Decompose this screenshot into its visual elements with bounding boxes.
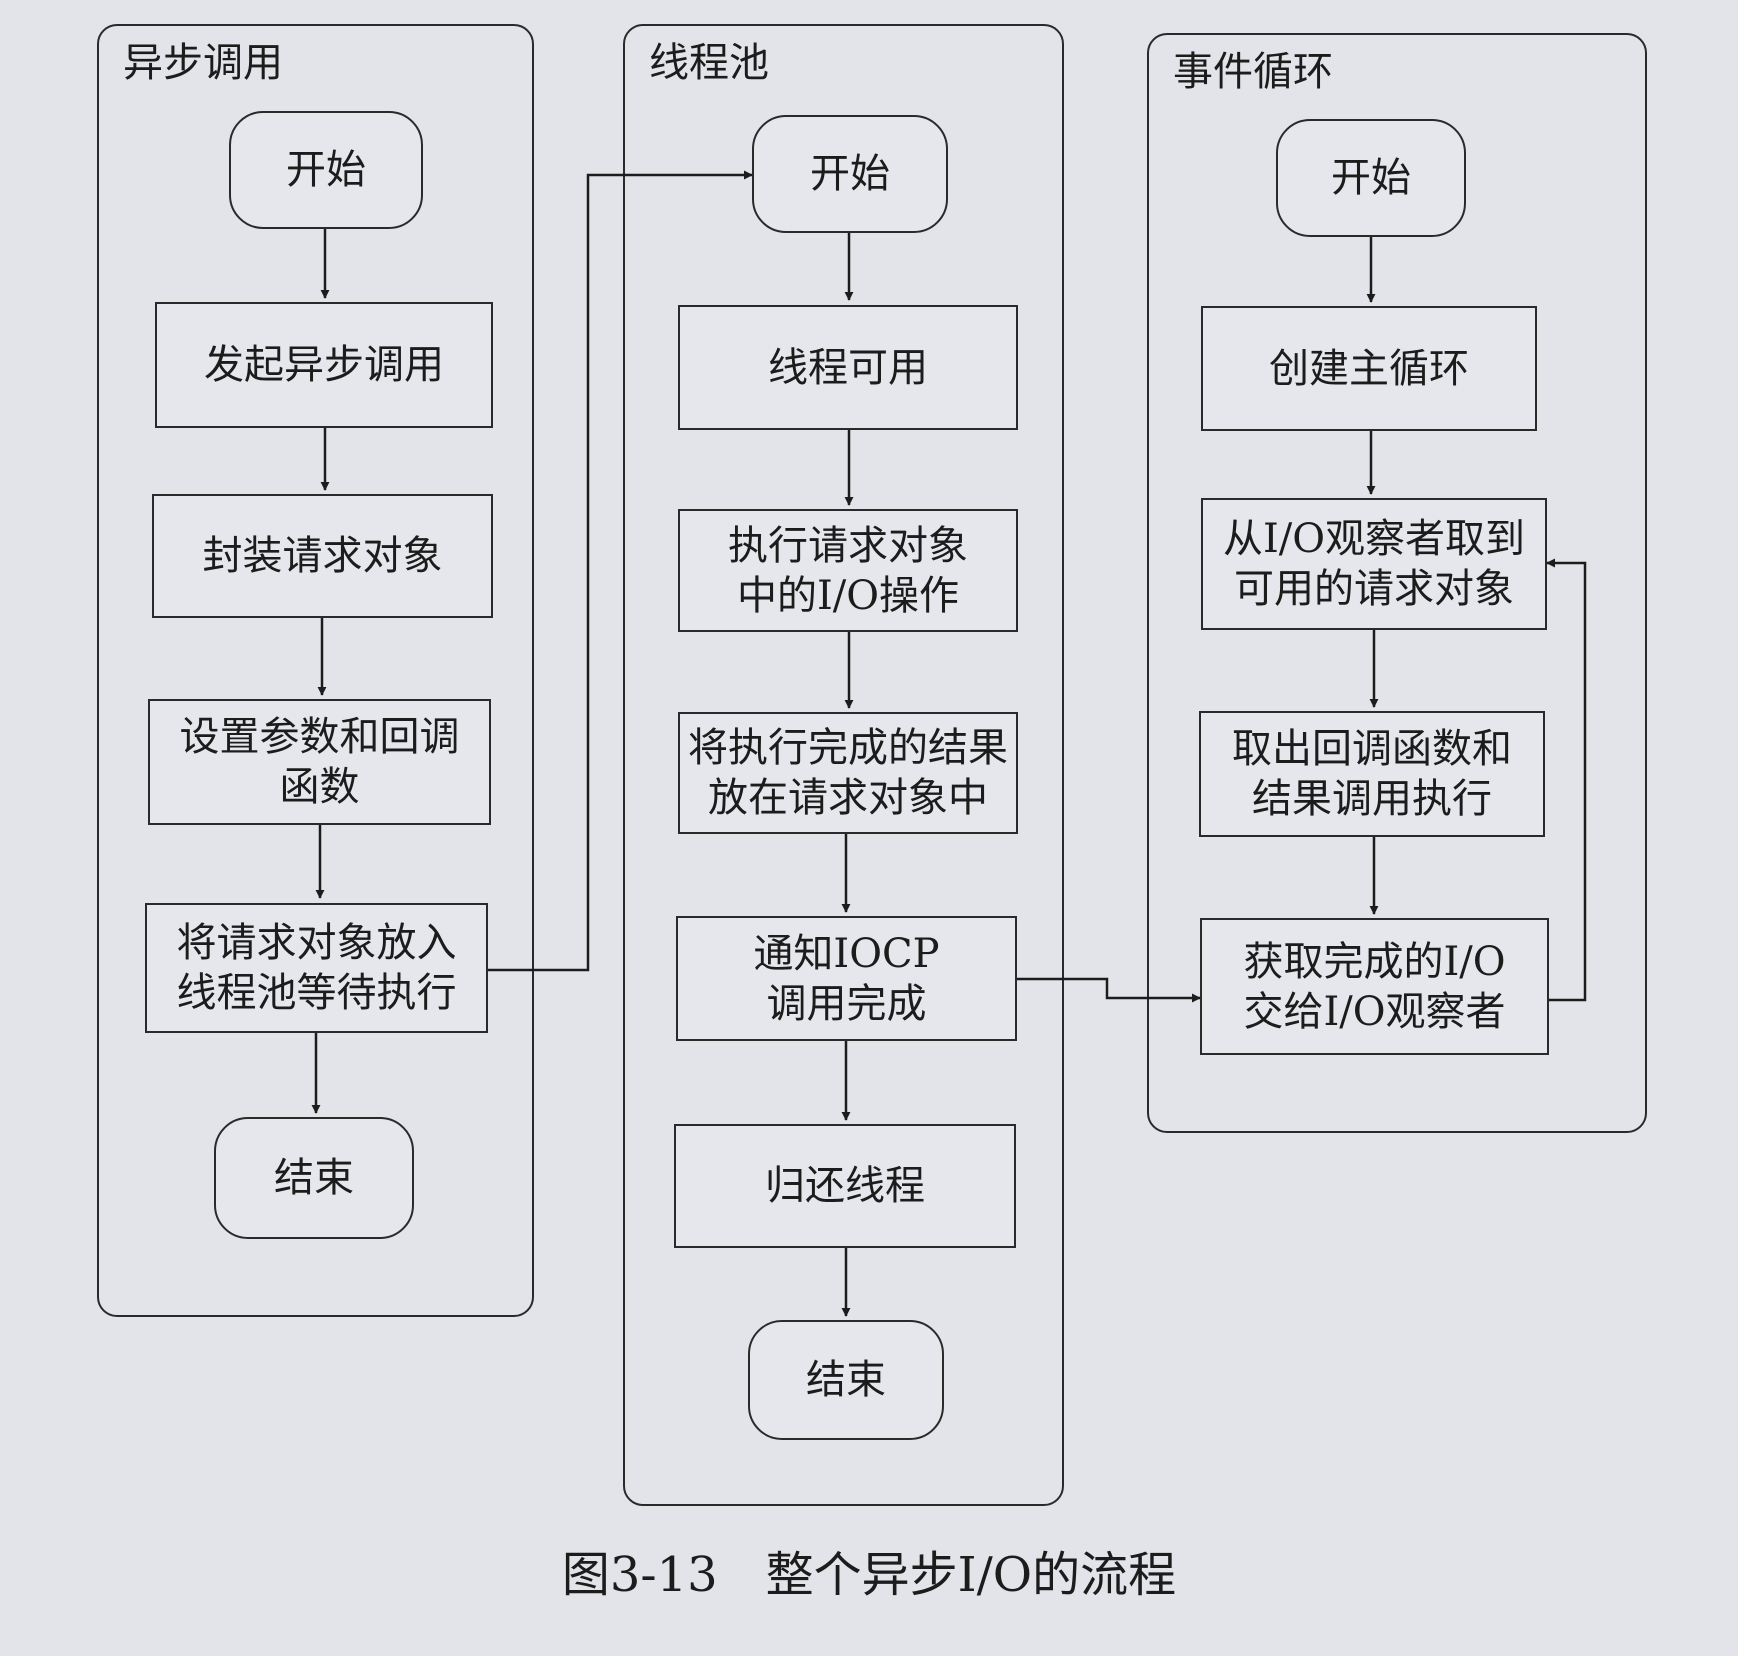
node-label-line1: 将执行完成的结果 — [688, 725, 1008, 771]
node-label-line1: 通知IOCP — [753, 930, 940, 977]
loop-step-run-callback: 取出回调函数和 结果调用执行 — [1199, 711, 1545, 837]
node-label-line2: 线程池等待执行 — [176, 970, 457, 1016]
node-label: 开始 — [1331, 155, 1411, 201]
async-step-set-params: 设置参数和回调 函数 — [148, 699, 491, 825]
async-end-node: 结束 — [214, 1117, 414, 1239]
loop-step-fetch-request: 从I/O观察者取到 可用的请求对象 — [1201, 498, 1547, 630]
node-label-line1: 从I/O观察者取到 — [1222, 516, 1526, 562]
loop-step-create-main-loop: 创建主循环 — [1201, 306, 1537, 431]
async-start-node: 开始 — [229, 111, 423, 229]
node-label-line2: 函数 — [279, 764, 360, 810]
pool-step-notify-iocp: 通知IOCP 调用完成 — [676, 916, 1017, 1041]
node-label-line2: 可用的请求对象 — [1234, 566, 1514, 612]
arrow-to-event-loop — [1017, 977, 1201, 1003]
node-label-line2: 中的I/O操作 — [736, 572, 960, 619]
lane-title: 事件循环 — [1173, 49, 1333, 95]
lane-title: 异步调用 — [123, 40, 283, 86]
node-label: 开始 — [810, 151, 890, 197]
pool-step-execute-io: 执行请求对象 中的I/O操作 — [678, 509, 1018, 632]
node-label: 封装请求对象 — [202, 533, 443, 579]
lane-thread-pool: 线程池 — [623, 24, 1064, 1506]
node-label: 线程可用 — [768, 344, 928, 391]
pool-step-return-thread: 归还线程 — [674, 1124, 1016, 1248]
pool-end-node: 结束 — [748, 1320, 944, 1440]
node-label: 发起异步调用 — [204, 342, 444, 388]
node-label: 结束 — [274, 1155, 354, 1201]
pool-step-thread-available: 线程可用 — [678, 305, 1018, 430]
node-label-line1: 执行请求对象 — [728, 522, 968, 569]
lane-event-loop: 事件循环 — [1147, 33, 1647, 1133]
loop-step-hand-to-observer: 获取完成的I/O 交给I/O观察者 — [1200, 918, 1549, 1055]
arrow-loop-back — [1546, 558, 1587, 1002]
node-label-line2: 交给I/O观察者 — [1243, 988, 1506, 1035]
node-label-line1: 将请求对象放入 — [176, 920, 457, 966]
node-label: 归还线程 — [765, 1163, 925, 1209]
arrow-to-thread-pool — [488, 170, 753, 972]
figure-caption: 图3-13 整个异步I/O的流程 — [561, 1547, 1177, 1603]
async-step-wrap-request: 封装请求对象 — [152, 494, 493, 618]
loop-start-node: 开始 — [1276, 119, 1466, 237]
node-label-line2: 放在请求对象中 — [708, 775, 988, 821]
node-label: 开始 — [286, 147, 366, 193]
async-step-initiate-call: 发起异步调用 — [155, 302, 493, 428]
pool-step-store-result: 将执行完成的结果 放在请求对象中 — [678, 712, 1018, 834]
lane-title: 线程池 — [649, 40, 769, 86]
node-label: 结束 — [806, 1357, 886, 1403]
node-label-line2: 结果调用执行 — [1252, 776, 1492, 822]
async-step-enqueue: 将请求对象放入 线程池等待执行 — [145, 903, 488, 1033]
pool-start-node: 开始 — [752, 115, 948, 233]
node-label-line1: 获取完成的I/O — [1243, 938, 1506, 985]
node-label-line1: 设置参数和回调 — [179, 714, 460, 760]
lane-async-call: 异步调用 — [97, 24, 534, 1317]
node-label: 创建主循环 — [1269, 345, 1469, 392]
node-label-line2: 调用完成 — [766, 980, 927, 1027]
node-label-line1: 取出回调函数和 — [1232, 726, 1512, 772]
